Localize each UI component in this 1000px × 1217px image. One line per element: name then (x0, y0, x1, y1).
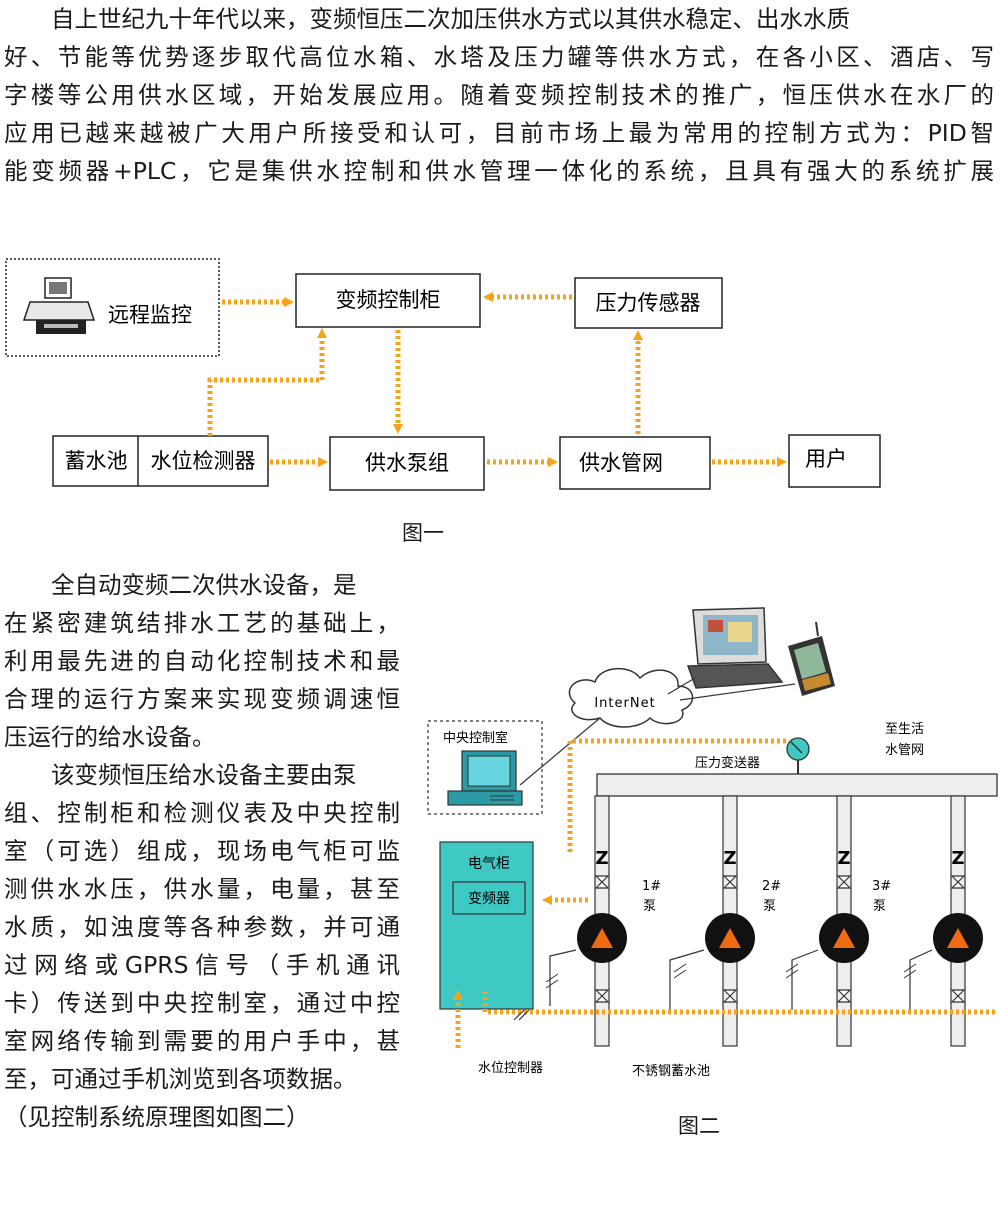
svg-text:Z: Z (837, 848, 850, 869)
cloud-icon: InterNet (568, 667, 694, 728)
inverter-label: 变频器 (468, 891, 510, 907)
body-line: 合理的运行方案来实现变频调速恒 (4, 685, 400, 713)
pump-branch-4: Z (903, 795, 983, 1047)
pump1-label: 1# (642, 879, 661, 894)
computer-icon (22, 277, 96, 334)
electrical-cabinet (439, 841, 534, 1010)
pump-group-box (329, 436, 485, 491)
internet-label: InterNet (594, 696, 655, 711)
ground-ticks (513, 1009, 530, 1021)
laptop-icon (686, 607, 784, 689)
svg-text:Z: Z (595, 848, 608, 869)
pressure-sensor-box (574, 277, 723, 329)
body-line: 利用最先进的自动化控制技术和最 (4, 647, 400, 675)
body-line: 水质，如浊度等各种参数，并可通 (4, 913, 400, 941)
body-line: 卡）传送到中央控制室，通过中控 (4, 989, 400, 1017)
body-line: 室（可选）组成，现场电气柜可监 (4, 837, 400, 865)
control-lines (453, 738, 995, 1048)
body-line: （见控制系统原理图如图二） (4, 1103, 310, 1131)
intro-paragraph: 自上世纪九十年代以来，变频恒压二次加压供水方式以其供水稳定、出水水质 好、节能等… (4, 0, 994, 190)
pump-group-label: 供水泵组 (365, 451, 449, 475)
pump-branch-1: Z (545, 795, 627, 1047)
svg-text:Z: Z (723, 848, 736, 869)
body-line: 该变频恒压给水设备主要由泵 (51, 761, 357, 789)
body-line: 测供水水压，供水量，电量，甚至 (4, 875, 400, 903)
body-line: 全自动变频二次供水设备，是 (51, 571, 357, 599)
user-label: 用户 (805, 447, 847, 471)
body-paragraph: 全自动变频二次供水设备，是 在紧密建筑结排水工艺的基础上， 利用最先进的自动化控… (4, 566, 400, 1136)
figure1-caption: 图一 (402, 521, 444, 545)
figure2-diagram: InterNet 中央控制室 电气柜 变频器 压力变送器 至生活 水管网 Z Z (427, 607, 998, 1079)
desktop-computer-icon (447, 750, 523, 806)
pump2-word: 泵 (763, 899, 776, 914)
electrical-cabinet-label: 电气柜 (468, 856, 510, 872)
pump3-label: 3# (872, 879, 891, 894)
pipe-network-box (559, 436, 711, 490)
body-line: 组、控制柜和检测仪表及中央控制 (4, 799, 400, 827)
body-line: 压运行的给水设备。 (4, 723, 216, 751)
intro-line: 应用已越来越被广大用户所接受和认可，目前市场上最为常用的控制方式为：PID智 (4, 119, 994, 147)
inverter-box (452, 881, 526, 915)
user-box (788, 434, 881, 488)
vfd-cabinet-box (295, 273, 481, 328)
figure1-diagram: 远程监控 变频控制柜 压力传感器 蓄水池 水位检测器 供水泵组 供水管网 用户 (5, 258, 881, 491)
pump2-label: 2# (762, 879, 781, 894)
header-pipe (596, 773, 998, 797)
pressure-sensor-label: 压力传感器 (596, 291, 701, 315)
body-line: 至，可通过手机浏览到各项数据。 (4, 1065, 357, 1093)
remote-monitor-label: 远程监控 (108, 303, 192, 327)
body-line: 在紧密建筑结排水工艺的基础上， (4, 609, 400, 637)
pda-icon (788, 621, 835, 696)
central-room-box (427, 720, 543, 815)
flow-arrows (207, 292, 787, 467)
vfd-cabinet-label: 变频控制柜 (336, 288, 441, 312)
intro-line: 自上世纪九十年代以来，变频恒压二次加压供水方式以其供水稳定、出水水质 (51, 5, 850, 33)
intro-line: 好、节能等优势逐步取代高位水箱、水塔及压力罐等供水方式，在各小区、酒店、写 (4, 43, 994, 71)
pump3-word: 泵 (873, 899, 886, 914)
central-room-label: 中央控制室 (443, 730, 508, 746)
intro-line: 字楼等公用供水区域，开始发展应用。随着变频控制技术的推广，恒压供水在水厂的 (4, 81, 994, 109)
tank-label: 不锈钢蓄水池 (632, 1064, 710, 1079)
remote-monitor-box: 远程监控 (5, 258, 220, 357)
outlet-label-1: 至生活 (885, 722, 924, 737)
pressure-transmitter-label: 压力变送器 (695, 755, 760, 771)
body-line: 室网络传输到需要的用户手中，甚 (4, 1027, 400, 1055)
level-detector-label: 水位检测器 (151, 449, 256, 473)
figure2-caption: 图二 (678, 1114, 720, 1138)
level-controller-label: 水位控制器 (478, 1061, 543, 1076)
pipe-network-label: 供水管网 (579, 451, 663, 475)
intro-line: 能变频器+PLC，它是集供水控制和供水管理一体化的系统，且具有强大的系统扩展 (4, 157, 994, 185)
pump1-word: 泵 (643, 899, 656, 914)
svg-text:Z: Z (951, 848, 964, 869)
pump-branch-3: Z (785, 795, 869, 1047)
reservoir-label: 蓄水池 (65, 449, 128, 473)
reservoir-box (52, 435, 269, 487)
body-line: 过网络或GPRS信号（手机通讯 (4, 951, 400, 979)
pump-branch-2: Z (669, 795, 755, 1047)
outlet-label-2: 水管网 (885, 743, 924, 758)
